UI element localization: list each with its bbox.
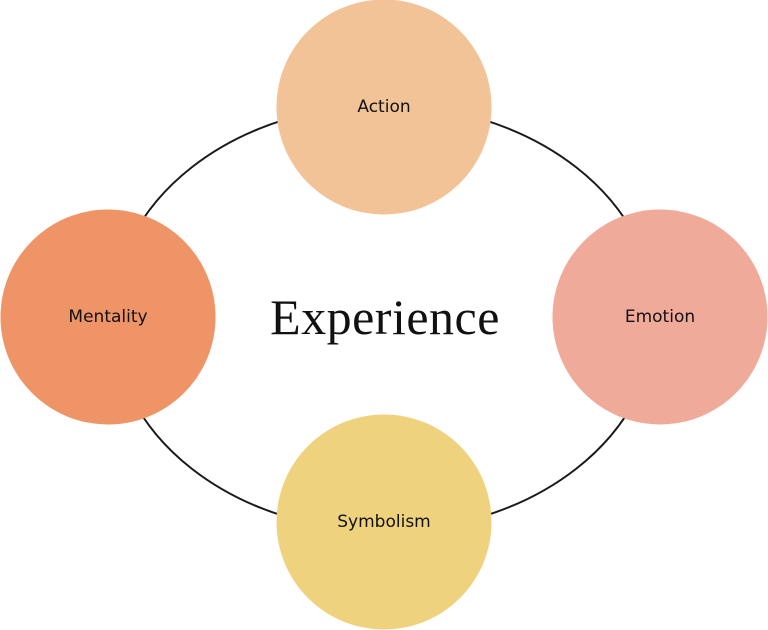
node-emotion-circle [552,209,768,425]
node-symbolism-circle [276,414,492,630]
node-mentality-circle [0,209,216,425]
node-mentality-label: Mentality [68,307,147,327]
node-symbolism: Symbolism [276,414,492,630]
center-title: Experience [270,289,500,345]
node-action: Action [276,0,492,215]
node-mentality: Mentality [0,209,216,425]
node-emotion: Emotion [552,209,768,425]
node-symbolism-label: Symbolism [337,512,430,532]
node-action-circle [276,0,492,215]
node-action-label: Action [357,97,410,117]
node-emotion-label: Emotion [625,307,695,327]
